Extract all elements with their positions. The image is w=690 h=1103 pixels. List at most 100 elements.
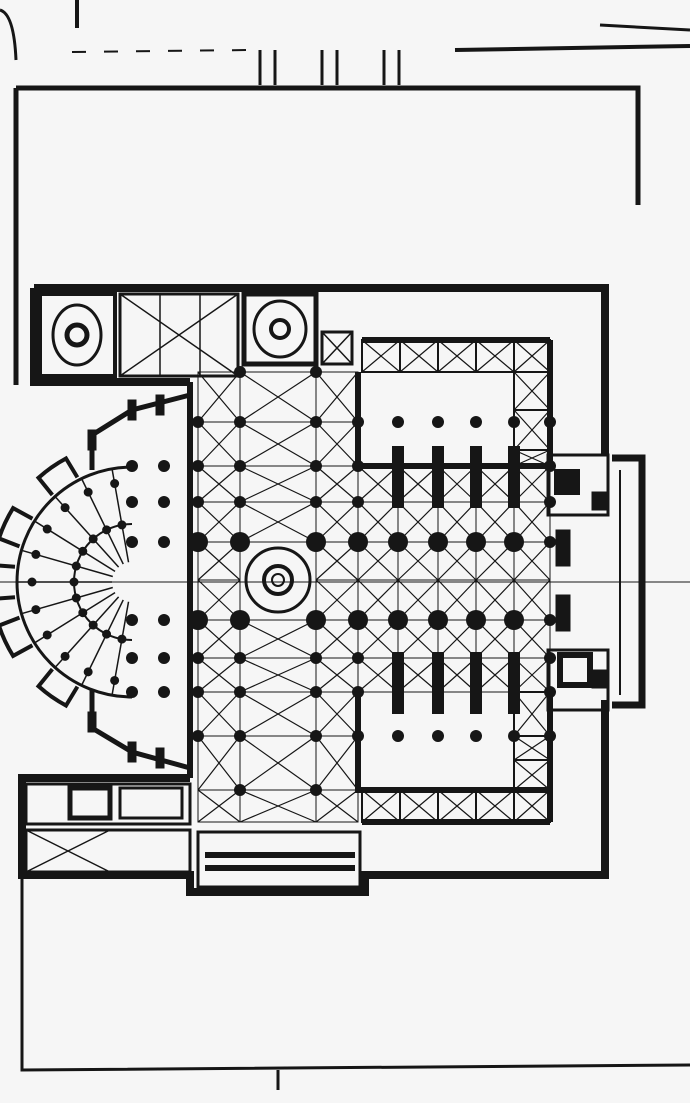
- column: [158, 652, 170, 664]
- column: [544, 416, 556, 428]
- column: [188, 532, 208, 552]
- column: [188, 610, 208, 630]
- vault-rib: [239, 421, 317, 467]
- apse-column: [83, 487, 93, 497]
- vault-rib: [239, 691, 317, 737]
- column: [192, 460, 204, 472]
- vault-rib: [197, 657, 241, 693]
- apse-column: [31, 549, 41, 559]
- nave-rib: [397, 657, 439, 693]
- column: [388, 610, 408, 630]
- column: [306, 532, 326, 552]
- column: [428, 610, 448, 630]
- column: [234, 686, 246, 698]
- vault-rib: [239, 465, 317, 503]
- side-gallery-rib: [513, 371, 551, 411]
- column: [310, 416, 322, 428]
- column: [310, 652, 322, 664]
- column: [392, 730, 404, 742]
- column: [466, 532, 486, 552]
- vault-rib: [239, 501, 317, 543]
- column: [352, 496, 364, 508]
- apse-column: [42, 630, 52, 640]
- vault-rib: [239, 371, 317, 423]
- apse-column: [83, 667, 93, 677]
- column: [310, 496, 322, 508]
- gallery-rib: [513, 789, 551, 823]
- gallery-rib: [513, 339, 551, 373]
- column: [310, 730, 322, 742]
- column: [234, 460, 246, 472]
- nave-pier: [508, 446, 520, 508]
- vault-rib: [239, 619, 317, 659]
- column: [126, 536, 138, 548]
- nave-rib: [437, 657, 477, 693]
- vault-rib: [239, 789, 317, 823]
- vault-rib: [239, 657, 317, 693]
- column: [234, 416, 246, 428]
- apse-column: [42, 524, 52, 534]
- column: [352, 730, 364, 742]
- ambulatory-buttress: [127, 399, 137, 421]
- column: [388, 532, 408, 552]
- column: [158, 460, 170, 472]
- gallery-rib: [475, 789, 515, 823]
- ambulatory-buttress: [155, 747, 165, 769]
- west-porch: [612, 454, 646, 709]
- column: [348, 610, 368, 630]
- column: [192, 686, 204, 698]
- column: [544, 730, 556, 742]
- column: [504, 610, 524, 630]
- vault-rib: [315, 465, 359, 503]
- column: [230, 532, 250, 552]
- column: [126, 686, 138, 698]
- vault-rib: [197, 789, 241, 823]
- column: [432, 730, 444, 742]
- vault-rib: [315, 691, 359, 737]
- column: [544, 614, 556, 626]
- vault-rib: [315, 735, 359, 791]
- column: [126, 496, 138, 508]
- column: [310, 784, 322, 796]
- column: [310, 686, 322, 698]
- ambulatory-buttress: [87, 429, 97, 451]
- column: [126, 652, 138, 664]
- column: [470, 416, 482, 428]
- nave-pier: [470, 446, 482, 508]
- column: [504, 532, 524, 552]
- nave-rib: [475, 465, 515, 503]
- vault-rib: [197, 421, 241, 467]
- gallery-rib: [399, 789, 439, 823]
- nave-rib: [437, 465, 477, 503]
- gallery-rib: [437, 339, 477, 373]
- vault-rib: [197, 691, 241, 737]
- column: [348, 532, 368, 552]
- column: [310, 460, 322, 472]
- column: [126, 614, 138, 626]
- apse-column: [60, 651, 70, 661]
- apse-column: [60, 503, 70, 513]
- column: [192, 496, 204, 508]
- nave-pier: [470, 652, 482, 714]
- column: [192, 416, 204, 428]
- column: [230, 610, 250, 630]
- column: [234, 496, 246, 508]
- gallery-rib: [361, 339, 401, 373]
- column: [234, 730, 246, 742]
- column: [352, 652, 364, 664]
- column: [234, 784, 246, 796]
- ambulatory-buttress: [127, 741, 137, 763]
- column: [352, 460, 364, 472]
- column: [352, 686, 364, 698]
- vault-rib: [315, 657, 359, 693]
- radiating-chapel: [35, 667, 80, 709]
- vault-rib: [197, 371, 241, 423]
- column: [508, 416, 520, 428]
- nave-columns: [126, 366, 556, 796]
- apse-column: [27, 577, 37, 587]
- radiating-chapel: [0, 615, 34, 659]
- gallery-rib: [361, 789, 401, 823]
- column: [544, 536, 556, 548]
